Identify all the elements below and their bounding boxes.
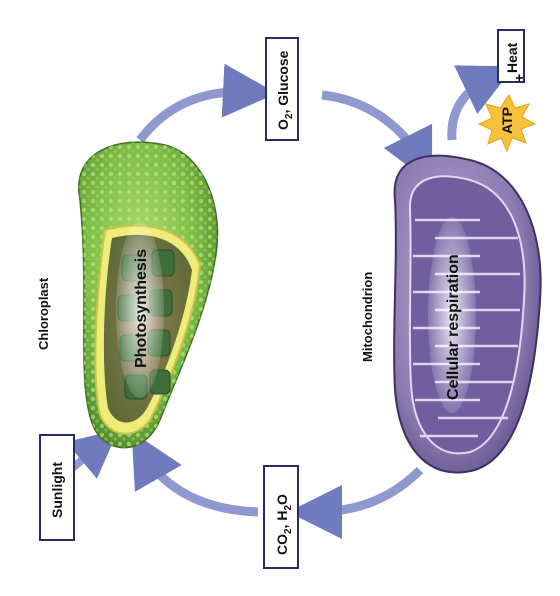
plus-sign: + (511, 74, 527, 82)
heat-label: Heat (504, 42, 520, 73)
cellular-respiration-label: Cellular respiration (445, 254, 462, 400)
arrow-to-co2-h2o (288, 466, 424, 539)
co2-h2o-box (263, 465, 299, 569)
mitochondrion (393, 154, 542, 474)
chloroplast (77, 141, 219, 449)
mitochondrion-label: Mitochondrion (360, 272, 375, 362)
co2-h2o-label: CO2, H2O (274, 494, 294, 555)
sunlight-label: Sunlight (49, 462, 65, 518)
photosynthesis-label: Photosynthesis (133, 249, 150, 368)
atp-label: ATP (499, 107, 515, 134)
heat-box (497, 29, 525, 83)
arrow-to-chloroplast (131, 431, 259, 517)
chloroplast-label: Chloroplast (36, 277, 51, 350)
sunlight-box (39, 434, 75, 541)
arrow-to-o2-glucose (136, 63, 277, 143)
atp-starburst (477, 93, 537, 153)
o2-glucose-box (265, 37, 299, 141)
arrow-to-heat (447, 65, 515, 141)
o2-glucose-label: O2, Glucose (275, 50, 295, 130)
arrow-to-mitochondrion (321, 90, 433, 185)
